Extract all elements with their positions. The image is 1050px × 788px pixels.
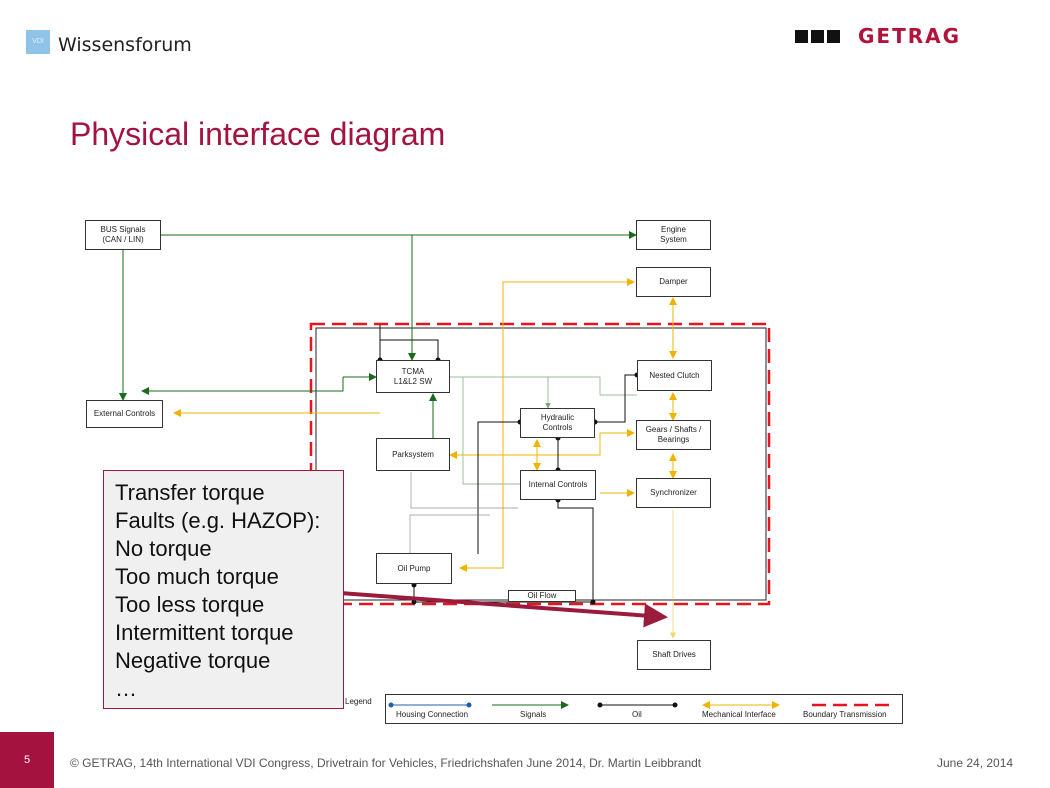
- legend: Housing Connection Signals Oil Mechanica…: [385, 694, 903, 724]
- logo-square-icon: [811, 29, 824, 43]
- engine-system-box: Engine System: [636, 220, 711, 250]
- callout-arrow: [339, 591, 668, 628]
- callout-line: …: [115, 676, 137, 701]
- page-number: 5: [0, 732, 54, 788]
- footer-date: June 24, 2014: [937, 756, 1014, 770]
- signal-lines: [119, 231, 637, 438]
- oil-flow-box: Oil Flow: [508, 590, 576, 602]
- parksystem-box: Parksystem: [376, 438, 450, 471]
- callout-line: No torque: [115, 536, 212, 561]
- vdi-logo: VDI: [26, 30, 50, 54]
- wissensforum-brand: Wissensforum: [58, 34, 192, 56]
- synchronizer-box: Synchronizer: [636, 478, 711, 508]
- callout-line: Faults (e.g. HAZOP):: [115, 508, 321, 533]
- mechanical-lines: [173, 278, 677, 572]
- callout-line: Negative torque: [115, 648, 271, 673]
- callout-line: Too less torque: [115, 592, 265, 617]
- bus-signals-box: BUS Signals (CAN / LIN): [85, 220, 161, 250]
- shaft-drives-box: Shaft Drives: [637, 640, 711, 670]
- gears-shafts-bearings-box: Gears / Shafts / Bearings: [636, 420, 711, 450]
- callout-line: Too much torque: [115, 564, 279, 589]
- page-title: Physical interface diagram: [70, 116, 446, 152]
- legend-boundary-label: Boundary Transmission: [803, 710, 887, 719]
- legend-housing-label: Housing Connection: [396, 710, 469, 719]
- legend-mechanical-label: Mechanical Interface: [702, 710, 776, 719]
- oil-lines: [379, 325, 637, 603]
- legend-signals-label: Signals: [520, 710, 547, 719]
- callout-line: Transfer torque: [115, 480, 265, 505]
- callout-line: Intermittent torque: [115, 620, 294, 645]
- internal-controls-box: Internal Controls: [520, 470, 596, 500]
- getrag-wordmark: GETRAG: [858, 24, 962, 48]
- footer-copyright: © GETRAG, 14th International VDI Congres…: [70, 756, 702, 770]
- boundary-transmission: [309, 322, 771, 606]
- logo-square-icon: [827, 29, 840, 43]
- hydraulic-controls-box: Hydraulic Controls: [520, 408, 595, 438]
- getrag-logo: GETRAG: [795, 24, 962, 48]
- legend-title: Legend: [345, 697, 372, 706]
- legend-lines: [388, 701, 892, 709]
- external-controls-box: External Controls: [86, 400, 163, 428]
- oil-pump-box: Oil Pump: [376, 553, 452, 584]
- logo-square-icon: [795, 29, 808, 43]
- legend-oil-label: Oil: [632, 710, 642, 719]
- tcma-box: TCMA L1&L2 SW: [376, 360, 450, 393]
- nested-clutch-box: Nested Clutch: [637, 360, 712, 391]
- torque-faults-callout: Transfer torque Faults (e.g. HAZOP): No …: [103, 470, 344, 709]
- damper-box: Damper: [636, 267, 711, 297]
